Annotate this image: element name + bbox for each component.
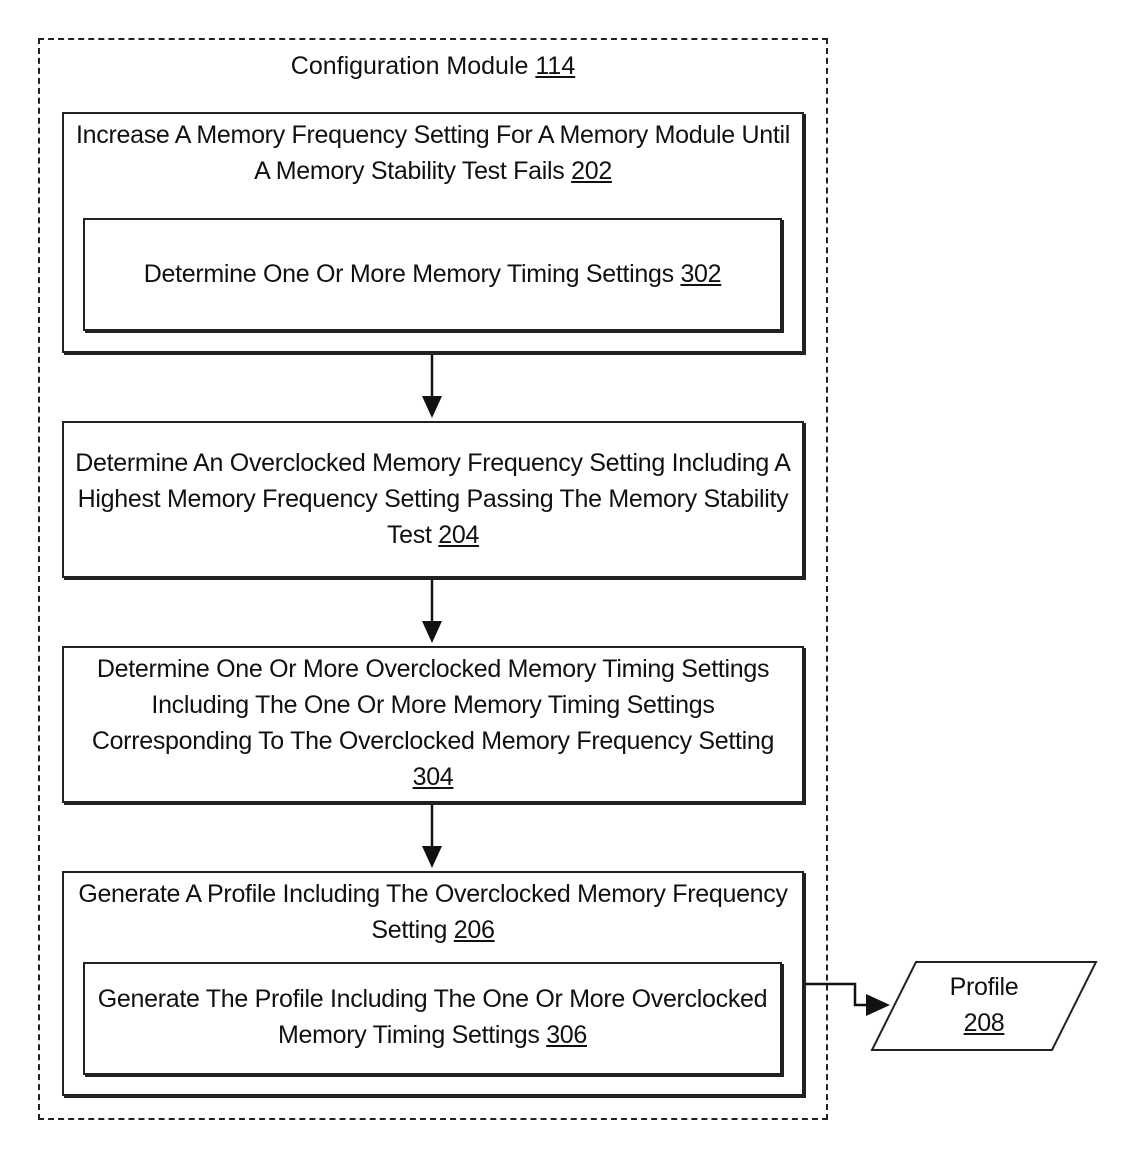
profile-output-shape: [870, 961, 1098, 1051]
step-ref-302: 302: [680, 260, 722, 288]
step-ref-206: 206: [453, 916, 495, 944]
step-determine-overclocked-frequency-text: Determine An Overclocked Memory Frequenc…: [75, 449, 791, 549]
substep-determine-timing: [83, 218, 782, 331]
output-ref-208: 208: [963, 1009, 1005, 1037]
arrow-to-profile: [805, 982, 890, 1016]
configuration-module-boundary: [38, 38, 828, 1120]
module-title: Configuration Module 114: [290, 52, 576, 80]
substep-generate-profile-timing: [83, 962, 782, 1075]
step-increase-frequency-text: Increase A Memory Frequency Setting For …: [76, 121, 790, 185]
step-determine-overclocked-timing-text: Determine One Or More Overclocked Memory…: [62, 651, 804, 795]
profile-output-text: Profile 208: [894, 969, 1074, 1041]
module-ref: 114: [535, 52, 576, 80]
substep-determine-timing-text: Determine One Or More Memory Timing Sett…: [143, 260, 722, 288]
arrow-204-to-304: [422, 579, 442, 643]
arrow-304-to-206: [422, 804, 442, 868]
step-determine-overclocked-timing: [62, 646, 804, 803]
step-generate-profile-text: Generate A Profile Including The Overclo…: [78, 880, 788, 944]
step-ref-306: 306: [546, 1021, 587, 1049]
step-ref-204: 204: [438, 521, 480, 549]
step-ref-304: 304: [412, 763, 454, 791]
step-determine-overclocked-frequency: [62, 421, 804, 578]
arrow-202-to-204: [422, 354, 442, 418]
substep-generate-profile-timing-text: Generate The Profile Including The One O…: [97, 985, 768, 1049]
step-ref-202: 202: [571, 157, 612, 185]
